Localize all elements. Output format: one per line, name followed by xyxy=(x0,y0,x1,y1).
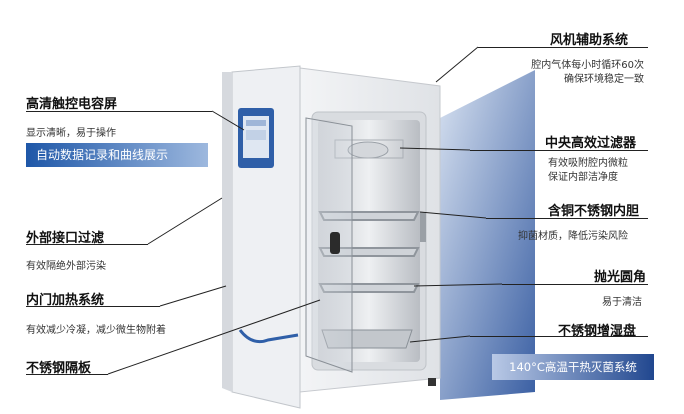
leader-line xyxy=(478,47,648,48)
leader-line xyxy=(502,284,648,285)
foot xyxy=(428,378,436,386)
feature-filter-port-desc: 有效隔绝外部污染 xyxy=(26,261,106,272)
feature-filter-desc-2: 保证内部洁净度 xyxy=(548,172,618,183)
feature-door-heating-title: 内门加热系统 xyxy=(26,293,105,308)
leader-line xyxy=(470,150,648,151)
door-latch xyxy=(330,232,340,254)
glass-door xyxy=(305,117,353,373)
feature-copper-steel-desc: 抑菌材质，降低污染风险 xyxy=(518,231,628,242)
feature-fan-desc-2: 确保环境稳定一致 xyxy=(564,74,644,85)
background-panel xyxy=(440,70,535,400)
feature-filter-desc-1: 有效吸附腔内微粒 xyxy=(548,158,628,169)
feature-fan-title: 风机辅助系统 xyxy=(550,33,629,48)
feature-filter-port-title: 外部接口过滤 xyxy=(26,231,105,246)
feature-steel-shelf-title: 不锈钢隔板 xyxy=(26,361,92,376)
feature-rounded-corner-title: 抛光圆角 xyxy=(594,270,647,285)
feature-touch-screen-badge: 自动数据记录和曲线展示 xyxy=(26,143,208,167)
feature-door-heating-desc: 有效减少冷凝，减少微生物附着 xyxy=(26,325,166,336)
door-edge xyxy=(222,72,232,392)
sterilization-badge: 140°C高温干热灭菌系统 xyxy=(492,354,654,380)
feature-touch-screen-title: 高清触控电容屏 xyxy=(26,97,118,112)
leader-line xyxy=(26,244,148,245)
leader-line xyxy=(26,306,160,307)
leader-line xyxy=(26,374,108,375)
port xyxy=(420,212,426,242)
feature-fan-desc-1: 腔内气体每小时循环60次 xyxy=(531,60,644,71)
feature-rounded-corner-desc: 易于清洁 xyxy=(602,297,642,308)
leader-line xyxy=(470,336,648,337)
feature-filter-title: 中央高效过滤器 xyxy=(545,136,637,151)
feature-humidity-pan-title: 不锈钢增湿盘 xyxy=(558,324,637,339)
feature-copper-steel-title: 含铜不锈钢内胆 xyxy=(548,204,640,219)
leader-line xyxy=(486,218,648,219)
leader-line xyxy=(26,111,212,112)
feature-touch-screen-desc: 显示清晰，易于操作 xyxy=(26,128,116,139)
door-stripe xyxy=(238,329,299,344)
